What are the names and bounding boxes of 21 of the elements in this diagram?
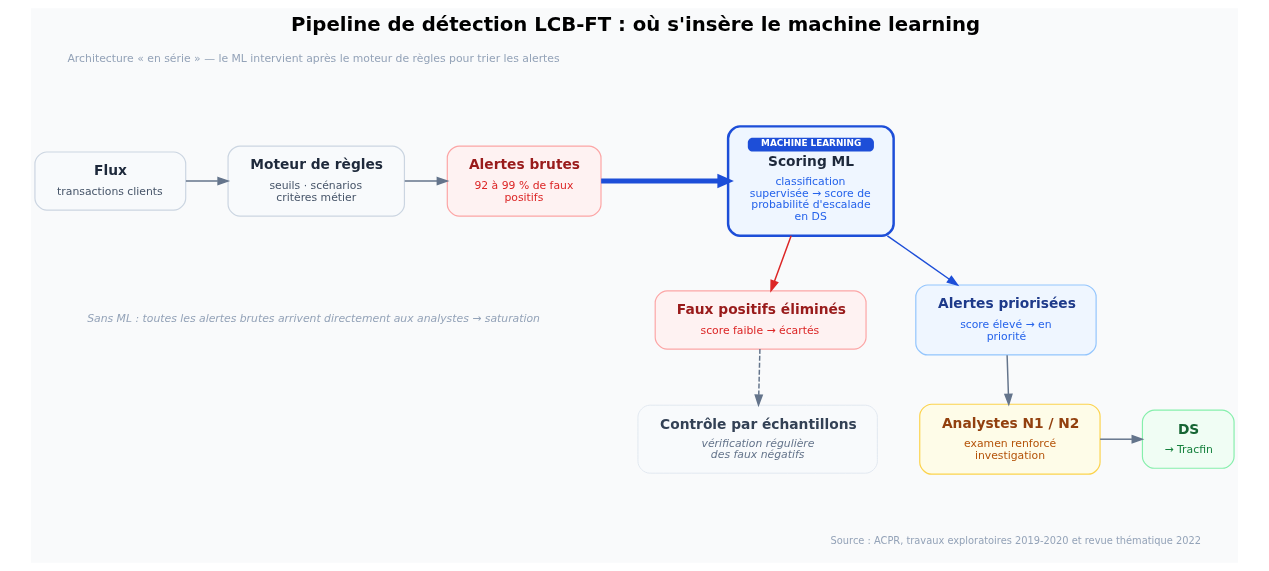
label: Architecture « en série » — le ML intervient après le moteur de règles pour trier les alertes bbox=[67, 52, 560, 66]
arrow bbox=[886, 235, 960, 287]
caption: Source : ACPR, travaux exploratoires 2019-2020 et revue thématique 2022 bbox=[830, 534, 1202, 546]
arrow bbox=[754, 348, 764, 408]
node-box: Moteur de règles seuils · scénarios critères métier bbox=[227, 145, 405, 217]
node-box: Alertes brutes 92 à 99 % de faux positifs bbox=[446, 145, 602, 217]
node-box: MACHINE LEARNING Scoring ML classification supervisée → score de probabilité d'escalade en DS bbox=[726, 125, 895, 237]
arrow bbox=[1099, 434, 1145, 444]
node-box: Flux transactions clients bbox=[34, 151, 187, 211]
arrow bbox=[185, 176, 231, 186]
node-box: Analystes N1 / N2 examen renforcé investigation bbox=[919, 403, 1101, 475]
arrow bbox=[770, 235, 792, 293]
arrow bbox=[601, 173, 734, 189]
node-box: Alertes priorisées score élevé → en priorité bbox=[915, 284, 1097, 356]
arrow bbox=[1003, 354, 1013, 407]
arrow bbox=[404, 176, 450, 186]
node-box: Contrôle par échantillons vérification régulière des faux négatifs bbox=[637, 404, 878, 474]
label: Sans ML : toutes les alertes brutes arrivent directement aux analystes → saturation bbox=[87, 311, 540, 325]
node-box: DS → Tracfin bbox=[1141, 409, 1235, 469]
node-box: Faux positifs éliminés score faible → écartés bbox=[654, 290, 867, 350]
diagram-title: Pipeline de détection LCB-FT : où s'insère le machine learning bbox=[291, 12, 981, 36]
